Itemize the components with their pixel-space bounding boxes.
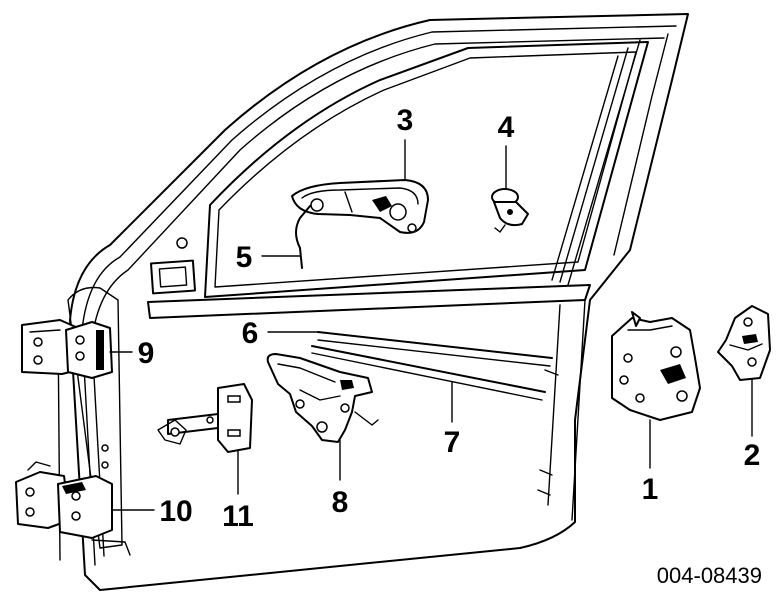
callout-8: 8 [332,486,349,519]
glass-channel-part [311,331,553,401]
callout-10: 10 [159,495,192,528]
callout-1: 1 [642,473,659,506]
callout-4: 4 [498,111,515,144]
callout-6: 6 [242,317,259,350]
callout-3: 3 [397,104,414,137]
striker-part [717,305,771,381]
lock-cylinder-part [491,188,529,233]
callout-7: 7 [444,426,461,459]
door-shell [57,13,689,591]
upper-hinge-part [21,319,113,379]
callout-11: 11 [222,500,254,533]
callout-9: 9 [138,337,155,370]
door-latch-part [611,311,701,421]
latch-linkage-part [266,353,379,443]
reference-number: 004-08439 [657,563,762,588]
callout-2: 2 [744,439,761,472]
leader-lines [109,139,753,511]
callout-5: 5 [236,241,253,274]
lower-hinge-part [15,461,113,539]
inside-handle-part [291,179,429,234]
callout-labels: 1 2 3 4 5 6 7 8 9 10 11 [138,104,761,533]
door-check-part [157,383,253,453]
link-rod-part [295,205,311,269]
